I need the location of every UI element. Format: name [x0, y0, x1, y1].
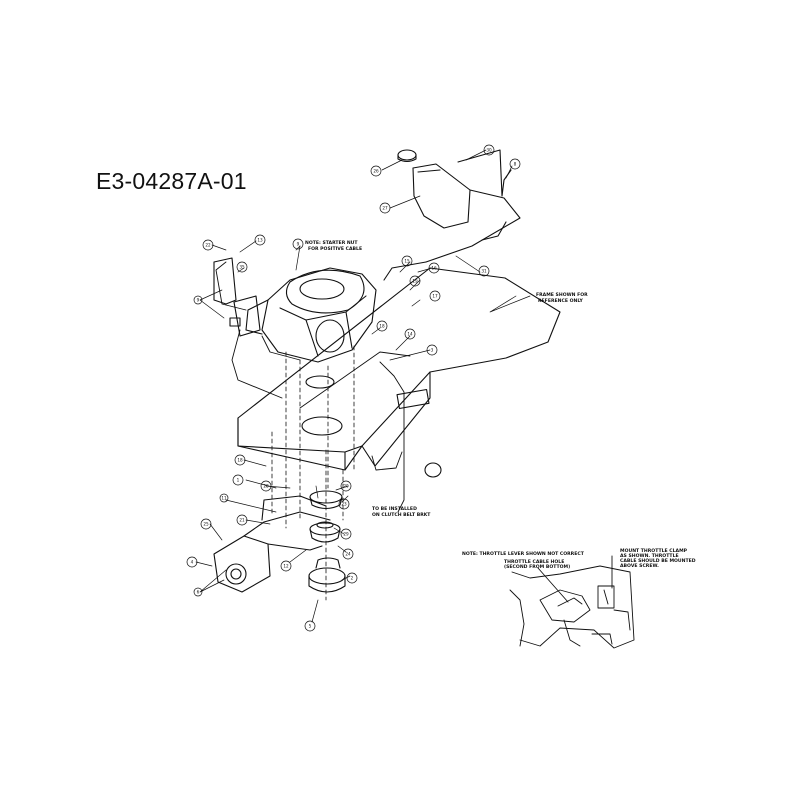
callout: 20	[343, 484, 349, 489]
bolt-lines	[271, 345, 355, 601]
note-frame-1: FRAME SHOWN FOR	[536, 292, 588, 298]
callout: 9	[197, 298, 200, 303]
note-starter-nut-2: FOR POSITIVE CABLE	[308, 246, 362, 252]
callout: 28	[263, 484, 269, 489]
callout: 12	[283, 564, 289, 569]
diagram-notes: NOTE: STARTER NUT FOR POSITIVE CABLE FRA…	[305, 240, 696, 570]
callout: 15	[404, 259, 410, 264]
note-throttle-hole-2: (SECOND FROM BOTTOM)	[504, 564, 570, 570]
callout-numbers: 26 27 30 8 31 15 16 19 17 22 13 35 9 9 1…	[191, 148, 517, 629]
callout-circles	[186, 144, 521, 632]
note-throttle-lever: NOTE: THROTTLE LEVER SHOWN NOT CORRECT	[462, 551, 585, 557]
callout: 19	[412, 279, 418, 284]
note-starter-nut-1: NOTE: STARTER NUT	[305, 240, 358, 246]
throttle-cable	[215, 261, 405, 513]
callout: 3	[431, 348, 434, 353]
note-frame-2: REFERENCE ONLY	[538, 298, 584, 304]
callout: 27	[382, 206, 388, 211]
callout: 24	[345, 552, 351, 557]
callout: 8	[514, 162, 517, 167]
frame-outline	[237, 267, 561, 478]
diagram-code: E3-04287A-01	[96, 168, 247, 194]
callout: 26	[373, 169, 379, 174]
note-throttle-clamp-4: ABOVE SCREW.	[620, 563, 659, 569]
note-clutch-2: ON CLUTCH BELT BRKT	[372, 512, 431, 518]
callout: 1	[237, 478, 240, 483]
callout: 22	[205, 243, 211, 248]
muffler	[213, 495, 331, 593]
callout: 14	[407, 332, 413, 337]
callout: 6	[197, 590, 200, 595]
callout: 31	[481, 269, 487, 274]
engine	[245, 267, 377, 363]
callout: 9	[297, 242, 300, 247]
callout: 17	[432, 294, 438, 299]
callout: 18	[379, 324, 385, 329]
callout: 5	[309, 624, 312, 629]
callout: 25	[203, 522, 209, 527]
note-throttle-clamp-1: MOUNT THROTTLE CLAMP	[620, 548, 688, 554]
fuel-tank	[397, 149, 471, 229]
callout: 21	[239, 518, 245, 523]
callout: 23	[341, 502, 347, 507]
leader-lines	[195, 149, 531, 623]
callout: 11	[221, 496, 227, 501]
callout: 4	[191, 560, 194, 565]
note-throttle-clamp-2: AS SHOWN. THROTTLE	[620, 553, 679, 559]
throttle-detail-inset	[509, 555, 635, 649]
callout: 30	[486, 148, 492, 153]
callout: 29	[343, 532, 349, 537]
clutch-pulley	[308, 490, 346, 593]
note-clutch-1: TO BE INSTALLED	[372, 506, 417, 512]
callout: 13	[257, 238, 263, 243]
callout: 18	[237, 458, 243, 463]
callout: 35	[239, 265, 245, 270]
note-throttle-hole-1: THROTTLE CABLE HOLE	[504, 559, 564, 565]
note-throttle-clamp-3: CABLE SHOULD BE MOUNTED	[620, 558, 696, 564]
callout: 16	[431, 266, 437, 271]
callout: 2	[351, 576, 354, 581]
